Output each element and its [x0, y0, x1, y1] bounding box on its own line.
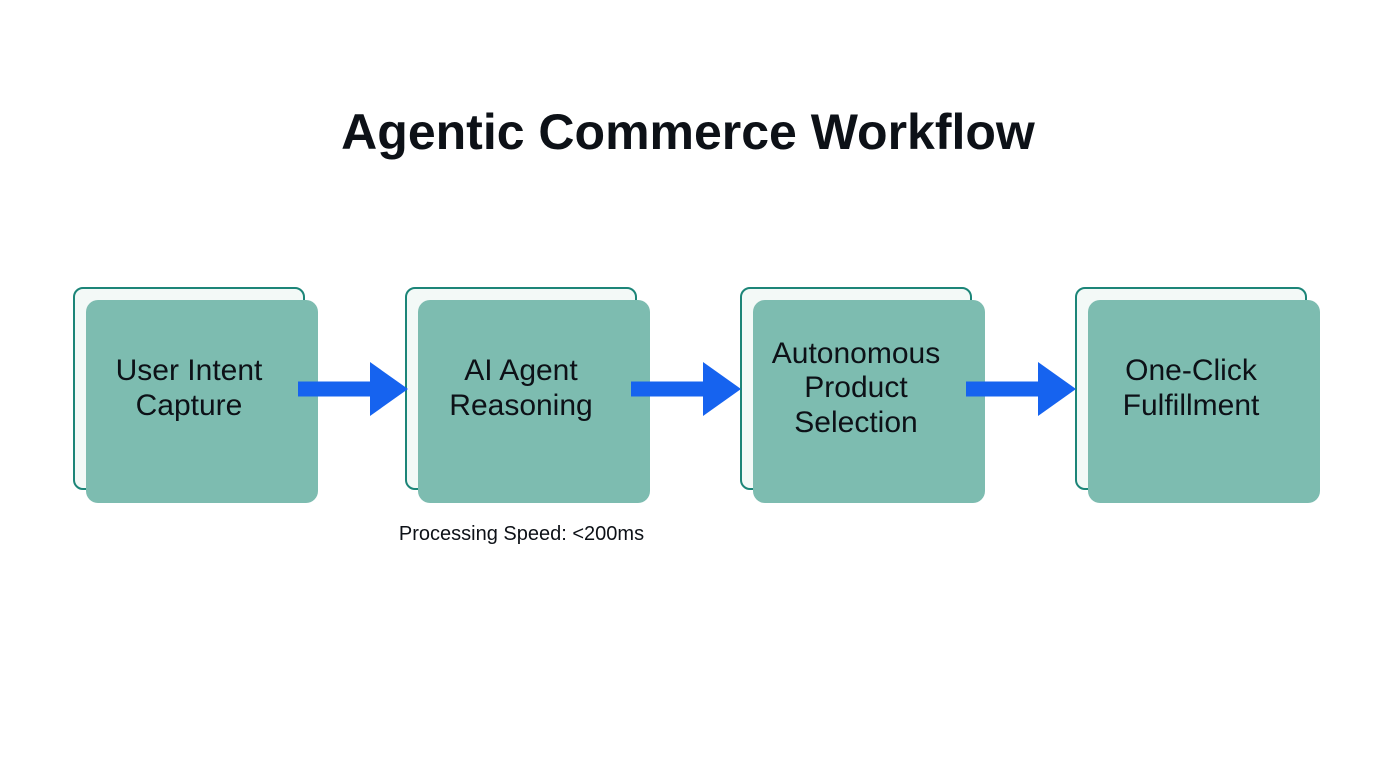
step-box-autonomous-product-selection: Autonomous Product Selection: [740, 287, 972, 490]
diagram-title: Agentic Commerce Workflow: [341, 104, 1035, 160]
step-label-one-click-fulfillment: One-Click Fulfillment: [1122, 354, 1260, 422]
step-box-one-click-fulfillment: One-Click Fulfillment: [1075, 287, 1307, 490]
flow-arrow-icon: [298, 362, 408, 416]
step-label-ai-agent-reasoning: AI Agent Reasoning: [449, 354, 593, 422]
flow-arrow-icon: [966, 362, 1076, 416]
flow-arrow-icon: [631, 362, 741, 416]
step-label-user-intent-capture: User Intent Capture: [115, 354, 263, 422]
step-box-user-intent-capture: User Intent Capture: [73, 287, 305, 490]
step-box-ai-agent-reasoning: AI Agent Reasoning: [405, 287, 637, 490]
processing-speed-annotation: Processing Speed: <200ms: [398, 523, 645, 545]
step-label-autonomous-product-selection: Autonomous Product Selection: [771, 336, 941, 439]
